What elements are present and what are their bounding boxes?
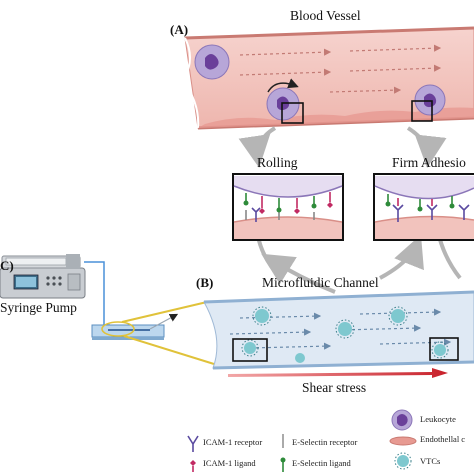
leukocyte-cell	[194, 44, 230, 80]
legend-graphics	[187, 409, 417, 472]
legend-vtcs: VTCs	[420, 456, 441, 466]
rolling-detail-box	[232, 173, 344, 241]
endothelial-layer	[198, 107, 474, 128]
zoom-box-firm	[411, 100, 433, 122]
syringe-pump-label: Syringe Pump	[0, 300, 77, 315]
rolling-label: Rolling	[257, 155, 298, 170]
syringe-pump	[0, 254, 86, 299]
vessel-cut-edge	[181, 37, 200, 129]
tubing	[84, 261, 110, 326]
vtc-particles	[241, 306, 449, 363]
leukocyte-cell	[266, 87, 300, 121]
shear-stress-arrow	[228, 368, 448, 378]
legend-eselectin-receptor: E-Selectin receptor	[292, 437, 358, 447]
rolling-motion-arrow	[267, 78, 299, 93]
zoom-lines	[121, 301, 215, 365]
legend-leukocyte: Leukocyte	[420, 414, 456, 424]
firm-adhesion-label: Firm Adhesio	[392, 155, 466, 170]
legend-endothelial: Endothellal c	[420, 434, 466, 444]
cycle-arrows	[238, 126, 462, 294]
microfluidic-channel	[203, 290, 474, 370]
microfluidic-channel-title: Microfluidic Channel	[262, 275, 379, 290]
zoom-box-channel-right	[429, 337, 459, 361]
panel-label-b: (B)	[196, 275, 214, 290]
zoom-box-rolling	[281, 102, 304, 124]
firm-adhesion-detail-box	[373, 173, 474, 241]
legend-eselectin-ligand: E-Selectin ligand	[292, 458, 351, 468]
legend-icam-ligand: ICAM-1 ligand	[203, 458, 256, 468]
shear-stress-label: Shear stress	[302, 380, 367, 395]
zoom-box-channel-left	[232, 338, 268, 362]
panel-label-a: (A)	[170, 22, 189, 37]
blood-vessel-title: Blood Vessel	[290, 8, 361, 23]
legend-icam-receptor: ICAM-1 receptor	[203, 437, 263, 447]
panel-label-c: C)	[0, 258, 14, 273]
leukocyte-cell	[414, 84, 446, 116]
blood-vessel	[181, 26, 474, 130]
vessel-wall-top	[184, 26, 474, 40]
